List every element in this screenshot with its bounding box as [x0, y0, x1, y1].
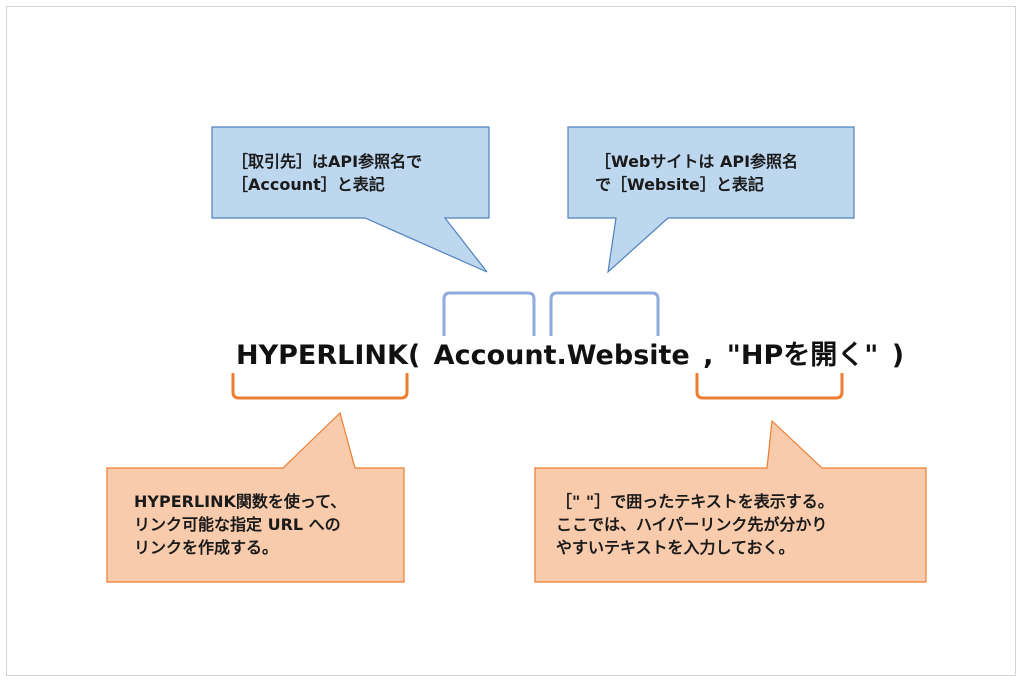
callout-line: ここでは、ハイパーリンク先が分かり — [556, 515, 828, 534]
callout-api-account-shape — [211, 126, 490, 273]
callout-line: ［" "］で囲ったテキストを表示する。 — [556, 492, 834, 511]
callout-line: リンクを作成する。 — [134, 538, 279, 557]
callout-hyperlink-shape — [106, 411, 405, 583]
bracket-account — [442, 291, 536, 336]
callout-line: HYPERLINK関数を使って、 — [134, 492, 347, 511]
bracket-hyperlink — [231, 373, 409, 400]
callout-line: ［Account］と表記 — [232, 175, 385, 194]
bracket-display-text — [695, 373, 844, 400]
callout-api-website-shape — [567, 126, 855, 274]
callout-hyperlink-text: HYPERLINK関数を使って、 リンク可能な指定 URL への リンクを作成す… — [134, 490, 346, 559]
callout-api-account-text: ［取引先］はAPI参照名で ［Account］と表記 — [232, 150, 422, 196]
bracket-website — [549, 291, 660, 336]
callout-line: やすいテキストを入力しておく。 — [556, 538, 795, 557]
hyperlink-formula: HYPERLINK( Account.Website , "HPを開く" ) — [236, 340, 905, 371]
callout-display-text-shape — [534, 419, 927, 583]
callout-line: ［取引先］はAPI参照名で — [232, 152, 423, 171]
callout-line: ［Webサイトは API参照名 — [595, 152, 799, 171]
callout-api-website-text: ［Webサイトは API参照名 で［Website］と表記 — [595, 150, 798, 196]
callout-display-text-text: ［" "］で囲ったテキストを表示する。 ここでは、ハイパーリンク先が分かり やす… — [556, 490, 834, 559]
callout-line: リンク可能な指定 URL への — [134, 515, 341, 534]
diagram-frame — [6, 6, 1016, 676]
callout-line: で［Website］と表記 — [595, 175, 764, 194]
